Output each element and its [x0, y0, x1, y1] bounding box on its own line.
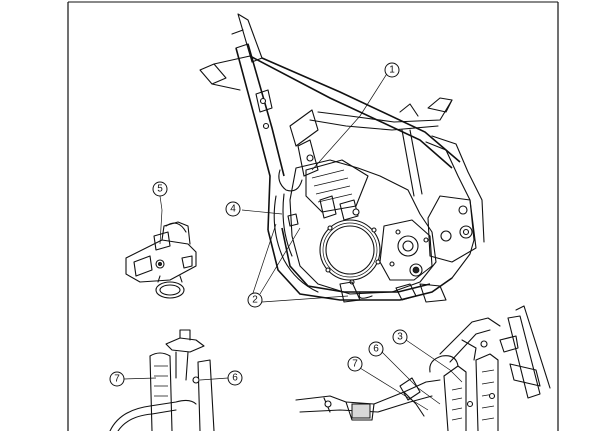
callout-2: 2 [247, 292, 263, 308]
radiator-detail-right [295, 305, 551, 431]
callout-1: 1 [384, 62, 400, 78]
svg-text:5: 5 [157, 184, 163, 195]
svg-text:7: 7 [114, 374, 120, 385]
radiator-detail-left [109, 329, 229, 431]
svg-text:4: 4 [230, 204, 236, 215]
page-border [67, 1, 559, 431]
detail-5-drawing [125, 221, 197, 299]
svg-text:2: 2 [252, 295, 258, 306]
callout-6-left: 6 [227, 370, 243, 386]
callout-7-left: 7 [109, 371, 125, 387]
callout-4: 4 [225, 201, 241, 217]
callout-6-right: 6 [368, 341, 384, 357]
svg-text:7: 7 [352, 359, 358, 370]
svg-text:1: 1 [389, 65, 395, 76]
callout-5: 5 [152, 181, 168, 197]
main-frame-drawing [199, 13, 485, 301]
callout-7-right: 7 [347, 356, 363, 372]
leader-lines-top [159, 71, 389, 303]
callout-3: 3 [392, 329, 408, 345]
svg-text:6: 6 [373, 344, 379, 355]
svg-text:6: 6 [232, 373, 238, 384]
svg-text:3: 3 [397, 332, 403, 343]
engine-drawing [273, 139, 447, 303]
